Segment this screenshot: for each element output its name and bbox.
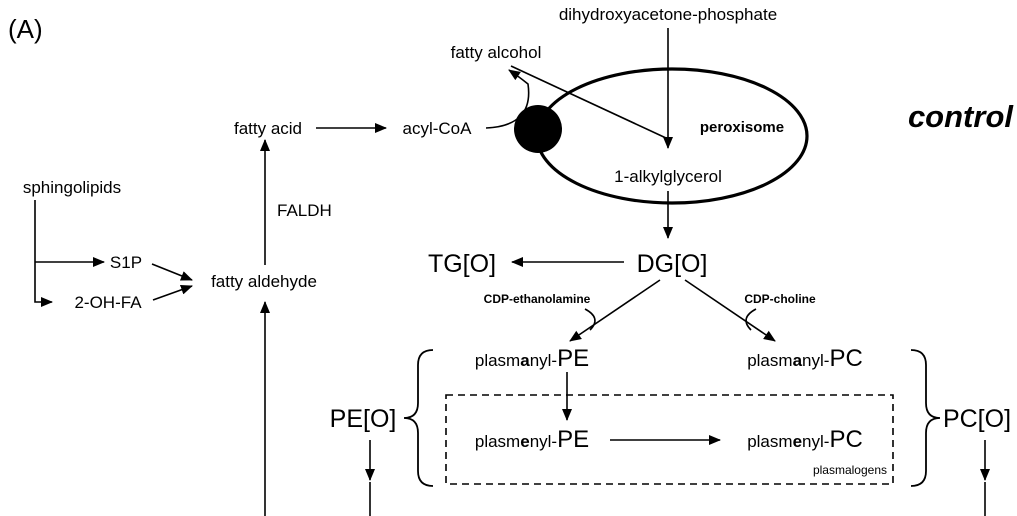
node-plasmenyl-pc: plasmenyl-PC bbox=[747, 426, 863, 453]
enzyme-cdp-choline: CDP-choline bbox=[744, 292, 816, 306]
node-pe-o: PE[O] bbox=[330, 405, 397, 433]
far1-badge: FAR1 bbox=[514, 105, 562, 153]
far1-badge-label: FAR1 bbox=[524, 124, 552, 136]
node-pc-o: PC[O] bbox=[943, 405, 1011, 433]
far1-badge-circle bbox=[514, 105, 562, 153]
node-plasmenyl-pe: plasmenyl-PE bbox=[475, 426, 589, 453]
edge-s1p-to-fatty-aldehyde bbox=[151, 263, 193, 281]
condition-label: control bbox=[908, 99, 1014, 134]
peroxisome-label: peroxisome bbox=[700, 119, 784, 136]
node-dg-o: DG[O] bbox=[637, 250, 708, 278]
cofactor-hook-ethanolamine bbox=[584, 308, 596, 331]
edge-2-oh-fa-to-fatty-aldehyde bbox=[152, 285, 193, 301]
node-2-oh-fa: 2-OH-FA bbox=[74, 293, 142, 312]
node-tg-o: TG[O] bbox=[428, 250, 496, 278]
cofactor-hook-choline bbox=[745, 308, 757, 331]
plasmalogens-box bbox=[445, 394, 894, 485]
edge-dg-o-to-plasmanyl-pe bbox=[569, 279, 661, 342]
node-plasmanyl-pc: plasmanyl-PC bbox=[747, 345, 863, 372]
node-fatty-alcohol: fatty alcohol bbox=[451, 43, 542, 62]
node-acyl-coa: acyl-CoA bbox=[403, 119, 473, 138]
plasmalogens-label: plasmalogens bbox=[813, 463, 887, 477]
enzyme-cdp-ethanolamine: CDP-ethanolamine bbox=[484, 292, 591, 306]
enzyme-faldh: FALDH bbox=[277, 201, 332, 220]
edge-dg-o-to-plasmanyl-pc bbox=[684, 279, 776, 342]
node-fatty-acid: fatty acid bbox=[234, 119, 302, 138]
node-s1p: S1P bbox=[110, 253, 142, 272]
edge-sphingolipids-to-2-oh-fa bbox=[34, 200, 53, 307]
node-dihydroxyacetone-phosphate: dihydroxyacetone-phosphate bbox=[559, 5, 777, 24]
pe-o-brace bbox=[403, 349, 434, 487]
node-fatty-aldehyde: fatty aldehyde bbox=[211, 272, 317, 291]
pc-o-brace bbox=[910, 349, 941, 487]
node-plasmanyl-pe: plasmanyl-PE bbox=[475, 345, 589, 372]
node-1-alkylglycerol: 1-alkylglycerol bbox=[614, 167, 722, 186]
edge-acyl-coa-to-fatty-alcohol bbox=[485, 69, 530, 129]
panel-label: (A) bbox=[8, 14, 43, 44]
node-sphingolipids: sphingolipids bbox=[23, 178, 121, 197]
edge-fatty-alcohol-to-alkylglycerol bbox=[510, 65, 667, 139]
